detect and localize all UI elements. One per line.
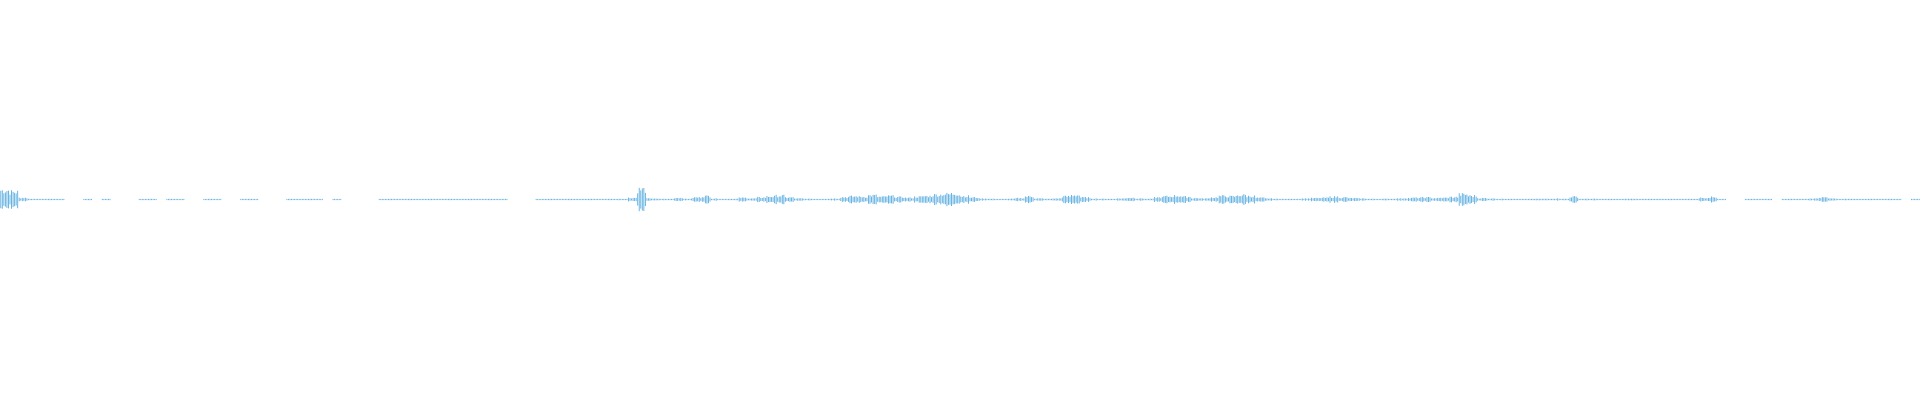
- waveform-amplitude-group: [0, 187, 1920, 212]
